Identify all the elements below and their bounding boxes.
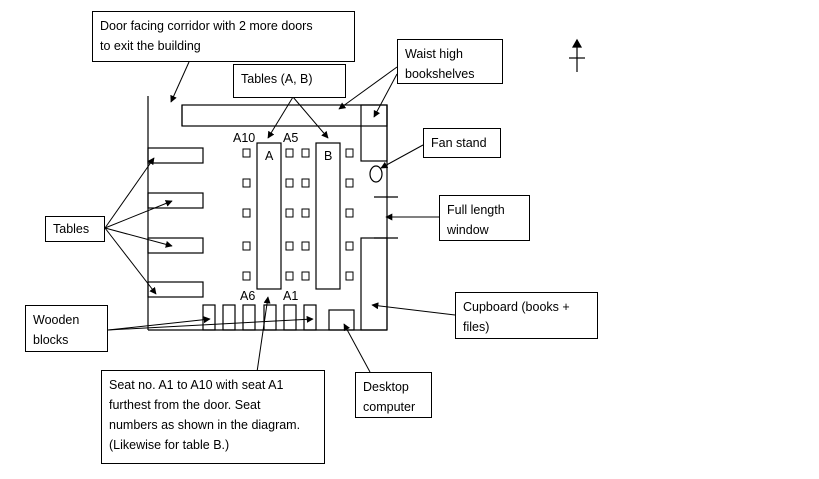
- table-a-label: A: [265, 149, 274, 163]
- bookshelves-callout: Waist high bookshelves: [397, 39, 503, 84]
- seat-label-a6: A6: [240, 289, 256, 303]
- table-a: [256, 142, 282, 290]
- tables-callout: Tables: [45, 216, 105, 242]
- cupboard-callout: Cupboard (books + files): [455, 292, 598, 339]
- leader-arrows: [104, 61, 456, 373]
- wooden-blocks-callout: Wooden blocks: [25, 305, 108, 352]
- right-bookshelf: [360, 104, 388, 162]
- north-arrow-icon: [569, 38, 585, 72]
- desktop-computer: [328, 309, 355, 331]
- seat-label-a1: A1: [283, 289, 299, 303]
- cupboard: [360, 237, 388, 331]
- desktop-computer-callout: Desktop computer: [355, 372, 432, 418]
- table-b-label: B: [324, 149, 333, 163]
- fan-stand-callout: Fan stand: [423, 128, 501, 158]
- left-tables: [147, 147, 204, 298]
- tables-ab-callout: Tables (A, B): [233, 64, 346, 98]
- window-callout: Full length window: [439, 195, 530, 241]
- top-bookshelf: [181, 104, 388, 127]
- room-walls: [147, 96, 388, 331]
- wooden-blocks: [202, 304, 317, 331]
- fan-stand: [369, 165, 383, 183]
- table-b: [315, 142, 341, 290]
- seat-label-a5: A5: [283, 131, 299, 145]
- seats: [242, 148, 354, 281]
- seat-label-a10: A10: [233, 131, 256, 145]
- door-callout: Door facing corridor with 2 more doors t…: [92, 11, 355, 62]
- seat-numbering-callout: Seat no. A1 to A10 with seat A1 furthest…: [101, 370, 325, 464]
